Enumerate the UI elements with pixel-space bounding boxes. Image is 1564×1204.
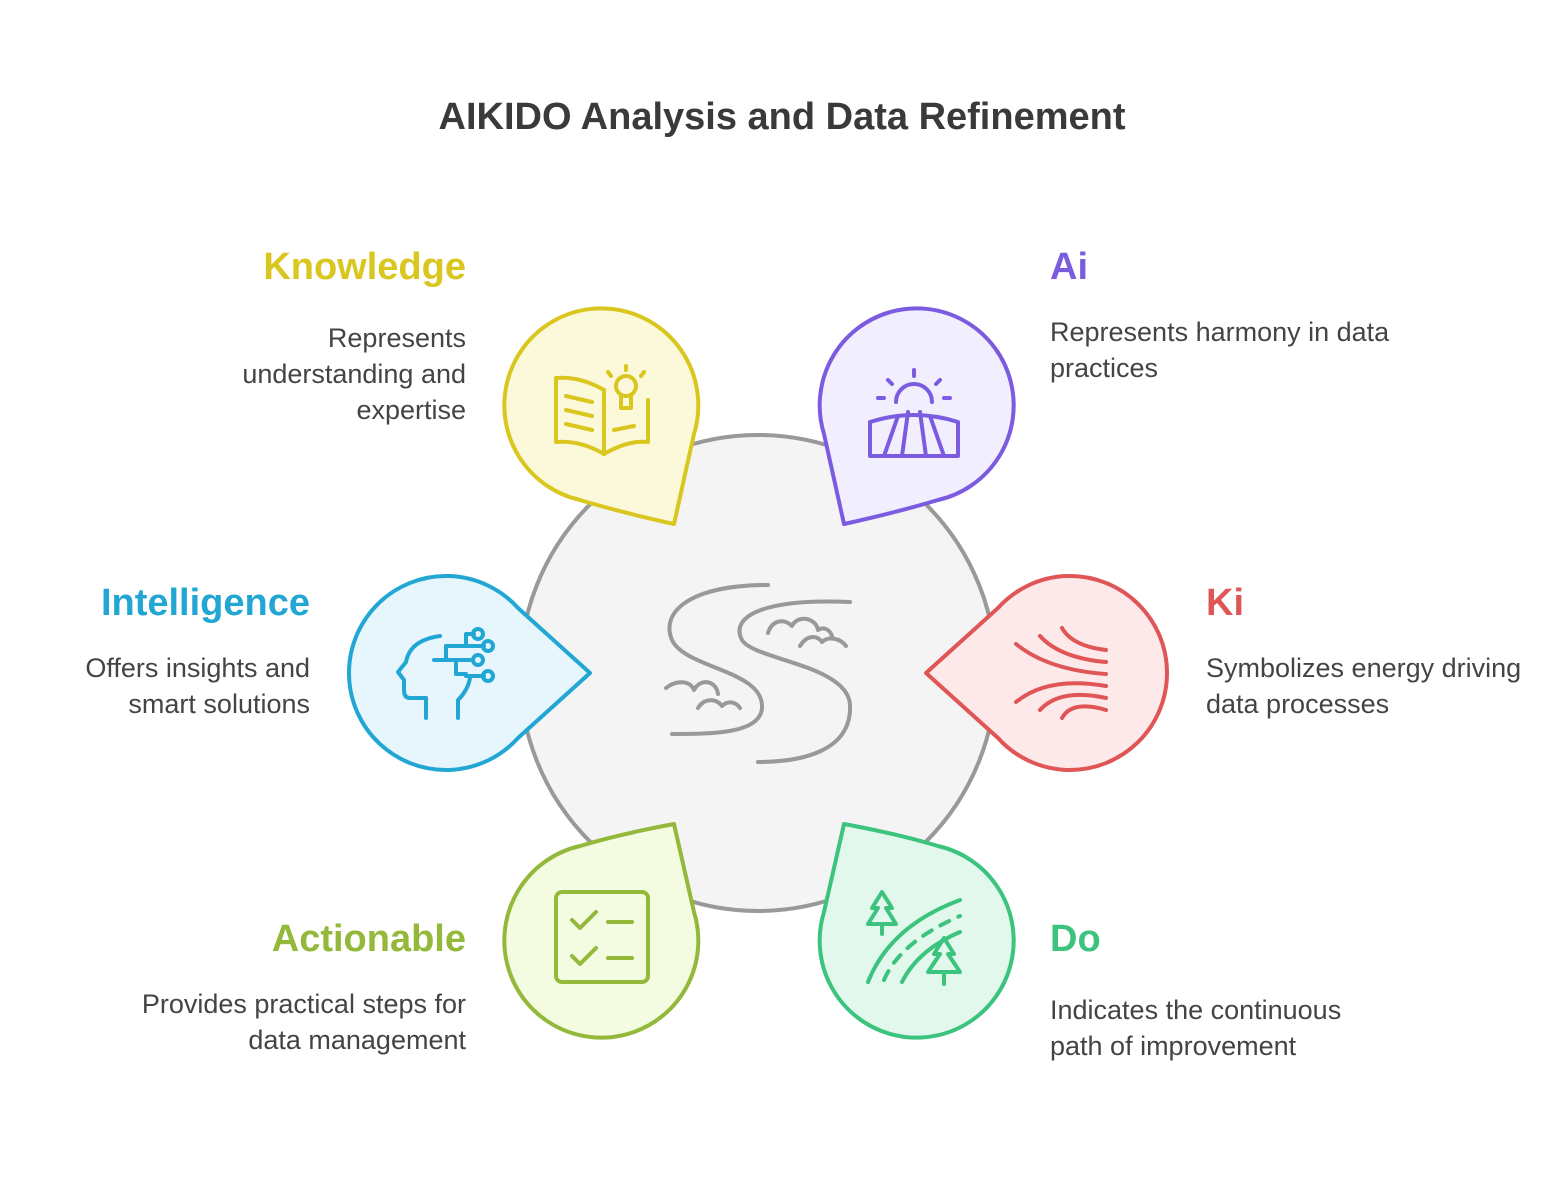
ai-heading: Ai [1050,246,1088,288]
sunrise-field-icon [868,368,960,458]
intelligence-drop [347,574,592,772]
open-book-lightbulb-icon [554,364,650,456]
ki-drop [924,574,1169,772]
energy-flow-icon [1014,626,1108,720]
actionable-description: Provides practical steps for data manage… [141,989,466,1055]
head-circuit-icon [396,627,495,720]
actionable-drop [502,822,701,1040]
forest-path-icon [866,890,962,986]
knowledge-heading: Knowledge [263,246,466,288]
knowledge-drop [502,306,701,526]
ki-description: Symbolizes energy driving data processes [1206,653,1522,719]
intelligence-description: Offers insights and smart solutions [85,653,310,719]
do-description: Indicates the continuous path of improve… [1050,995,1342,1061]
checklist-icon [554,890,650,984]
do-heading: Do [1050,918,1101,960]
intelligence-heading: Intelligence [100,582,310,624]
river-icon [664,583,853,764]
do-drop [817,822,1016,1040]
diagram-title: AIKIDO Analysis and Data Refinement [438,96,1126,138]
actionable-heading: Actionable [271,918,466,960]
ai-description: Represents harmony in data practices [1050,317,1390,383]
knowledge-description: Represents understanding and expertise [242,323,466,425]
ki-heading: Ki [1206,582,1244,624]
